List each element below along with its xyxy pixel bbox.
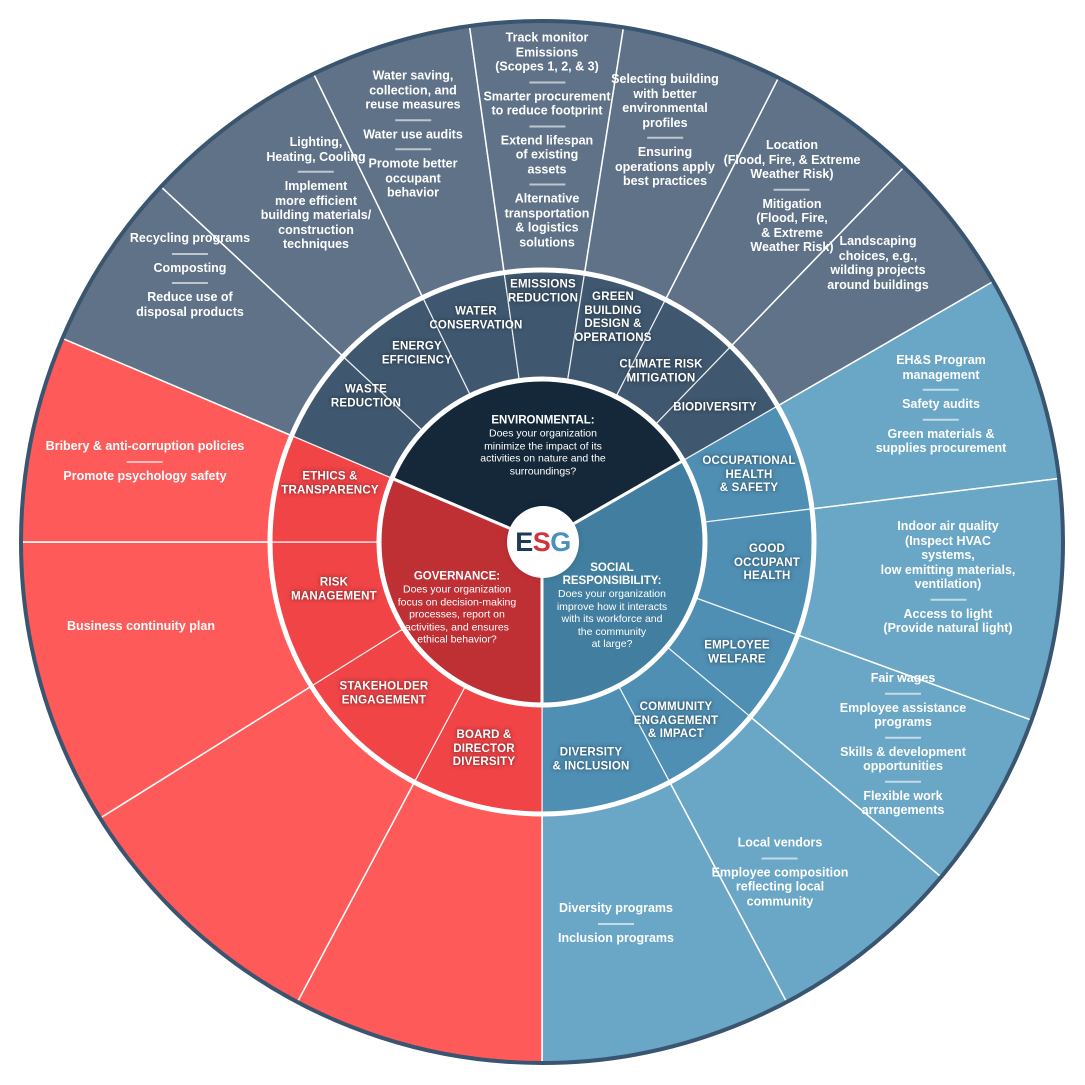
practices-diversity-inclusion: Diversity programs Inclusion programs [558,901,674,945]
practices-biodiversity: Landscaping choices, e.g., wilding proje… [827,234,929,292]
category-community-engagement: COMMUNITY ENGAGEMENT & IMPACT [633,700,719,740]
practices-risk-management: Business continuity plan [67,618,215,633]
category-waste-reduction: WASTE REDUCTION [330,383,402,410]
practices-emissions-reduction: Track monitor Emissions (Scopes 1, 2, & … [483,30,611,250]
category-ethics-transparency: ETHICS & TRANSPARENCY [281,470,379,497]
category-climate-risk: CLIMATE RISK MITIGATION [619,358,703,385]
category-board-diversity: BOARD & DIRECTOR DIVERSITY [452,728,516,768]
practices-energy-efficiency: Lighting, Heating, Cooling Implement mor… [260,134,372,251]
core-border [376,376,708,708]
pillar-governance: GOVERNANCE: Does your organization focus… [382,570,532,646]
category-energy-efficiency: ENERGY EFFICIENCY [381,340,453,367]
pillar-environmental-question: Does your organization minimize the impa… [480,427,606,478]
category-water-conservation: WATER CONSERVATION [429,305,523,332]
pillar-social-question: Does your organization improve how it in… [556,587,668,650]
pillar-social: SOCIAL RESPONSIBILITY: Does your organiz… [537,562,687,651]
practices-waste-reduction: Recycling programs Composting Reduce use… [129,231,251,319]
category-occupational-health: OCCUPATIONAL HEALTH & SAFETY [702,454,796,494]
category-diversity-inclusion: DIVERSITY & INCLUSION [552,746,630,773]
practices-water-conservation: Water saving, collection, and reuse meas… [363,68,463,200]
practices-green-building: Selecting building with better environme… [611,71,719,188]
practices-occupational-health: EH&S Program management Safety audits Gr… [875,352,1007,455]
category-emissions-reduction: EMISSIONS REDUCTION [507,278,579,305]
category-stakeholder-engagement: STAKEHOLDER ENGAGEMENT [339,680,429,707]
category-biodiversity: BIODIVERSITY [673,401,757,414]
category-ring-border [267,267,817,817]
outer-ring [20,20,1064,1064]
practices-employee-welfare: Fair wages Employee assistance programs … [839,670,967,817]
pillar-environmental: ENVIRONMENTAL: Does your organization mi… [448,415,638,478]
esg-letter-g: G [550,526,571,557]
esg-letter-s: S [532,526,551,557]
practices-community-engagement: Local vendors Employee composition refle… [711,835,849,909]
category-green-building: GREEN BUILDING DESIGN & OPERATIONS [574,291,652,344]
pillar-governance-title: GOVERNANCE: [413,570,501,583]
category-risk-management: RISK MANAGEMENT [291,576,377,603]
practices-ethics-transparency: Bribery & anti-corruption policies Promo… [45,439,245,483]
pillar-environmental-title: ENVIRONMENTAL: [491,414,595,427]
category-employee-welfare: EMPLOYEE WELFARE [704,639,770,666]
category-good-occupant-health: GOOD OCCUPANT HEALTH [734,542,800,582]
esg-letter-e: E [515,526,533,557]
practices-good-occupant-health: Indoor air quality (Inspect HVAC systems… [880,518,1016,635]
pillar-social-title: SOCIAL RESPONSIBILITY: [562,561,662,587]
practices-climate-risk: Location (Flood, Fire, & Extreme Weather… [723,137,861,254]
outer-border [19,19,1065,1065]
pillar-governance-question: Does your organization focus on decision… [397,583,517,646]
